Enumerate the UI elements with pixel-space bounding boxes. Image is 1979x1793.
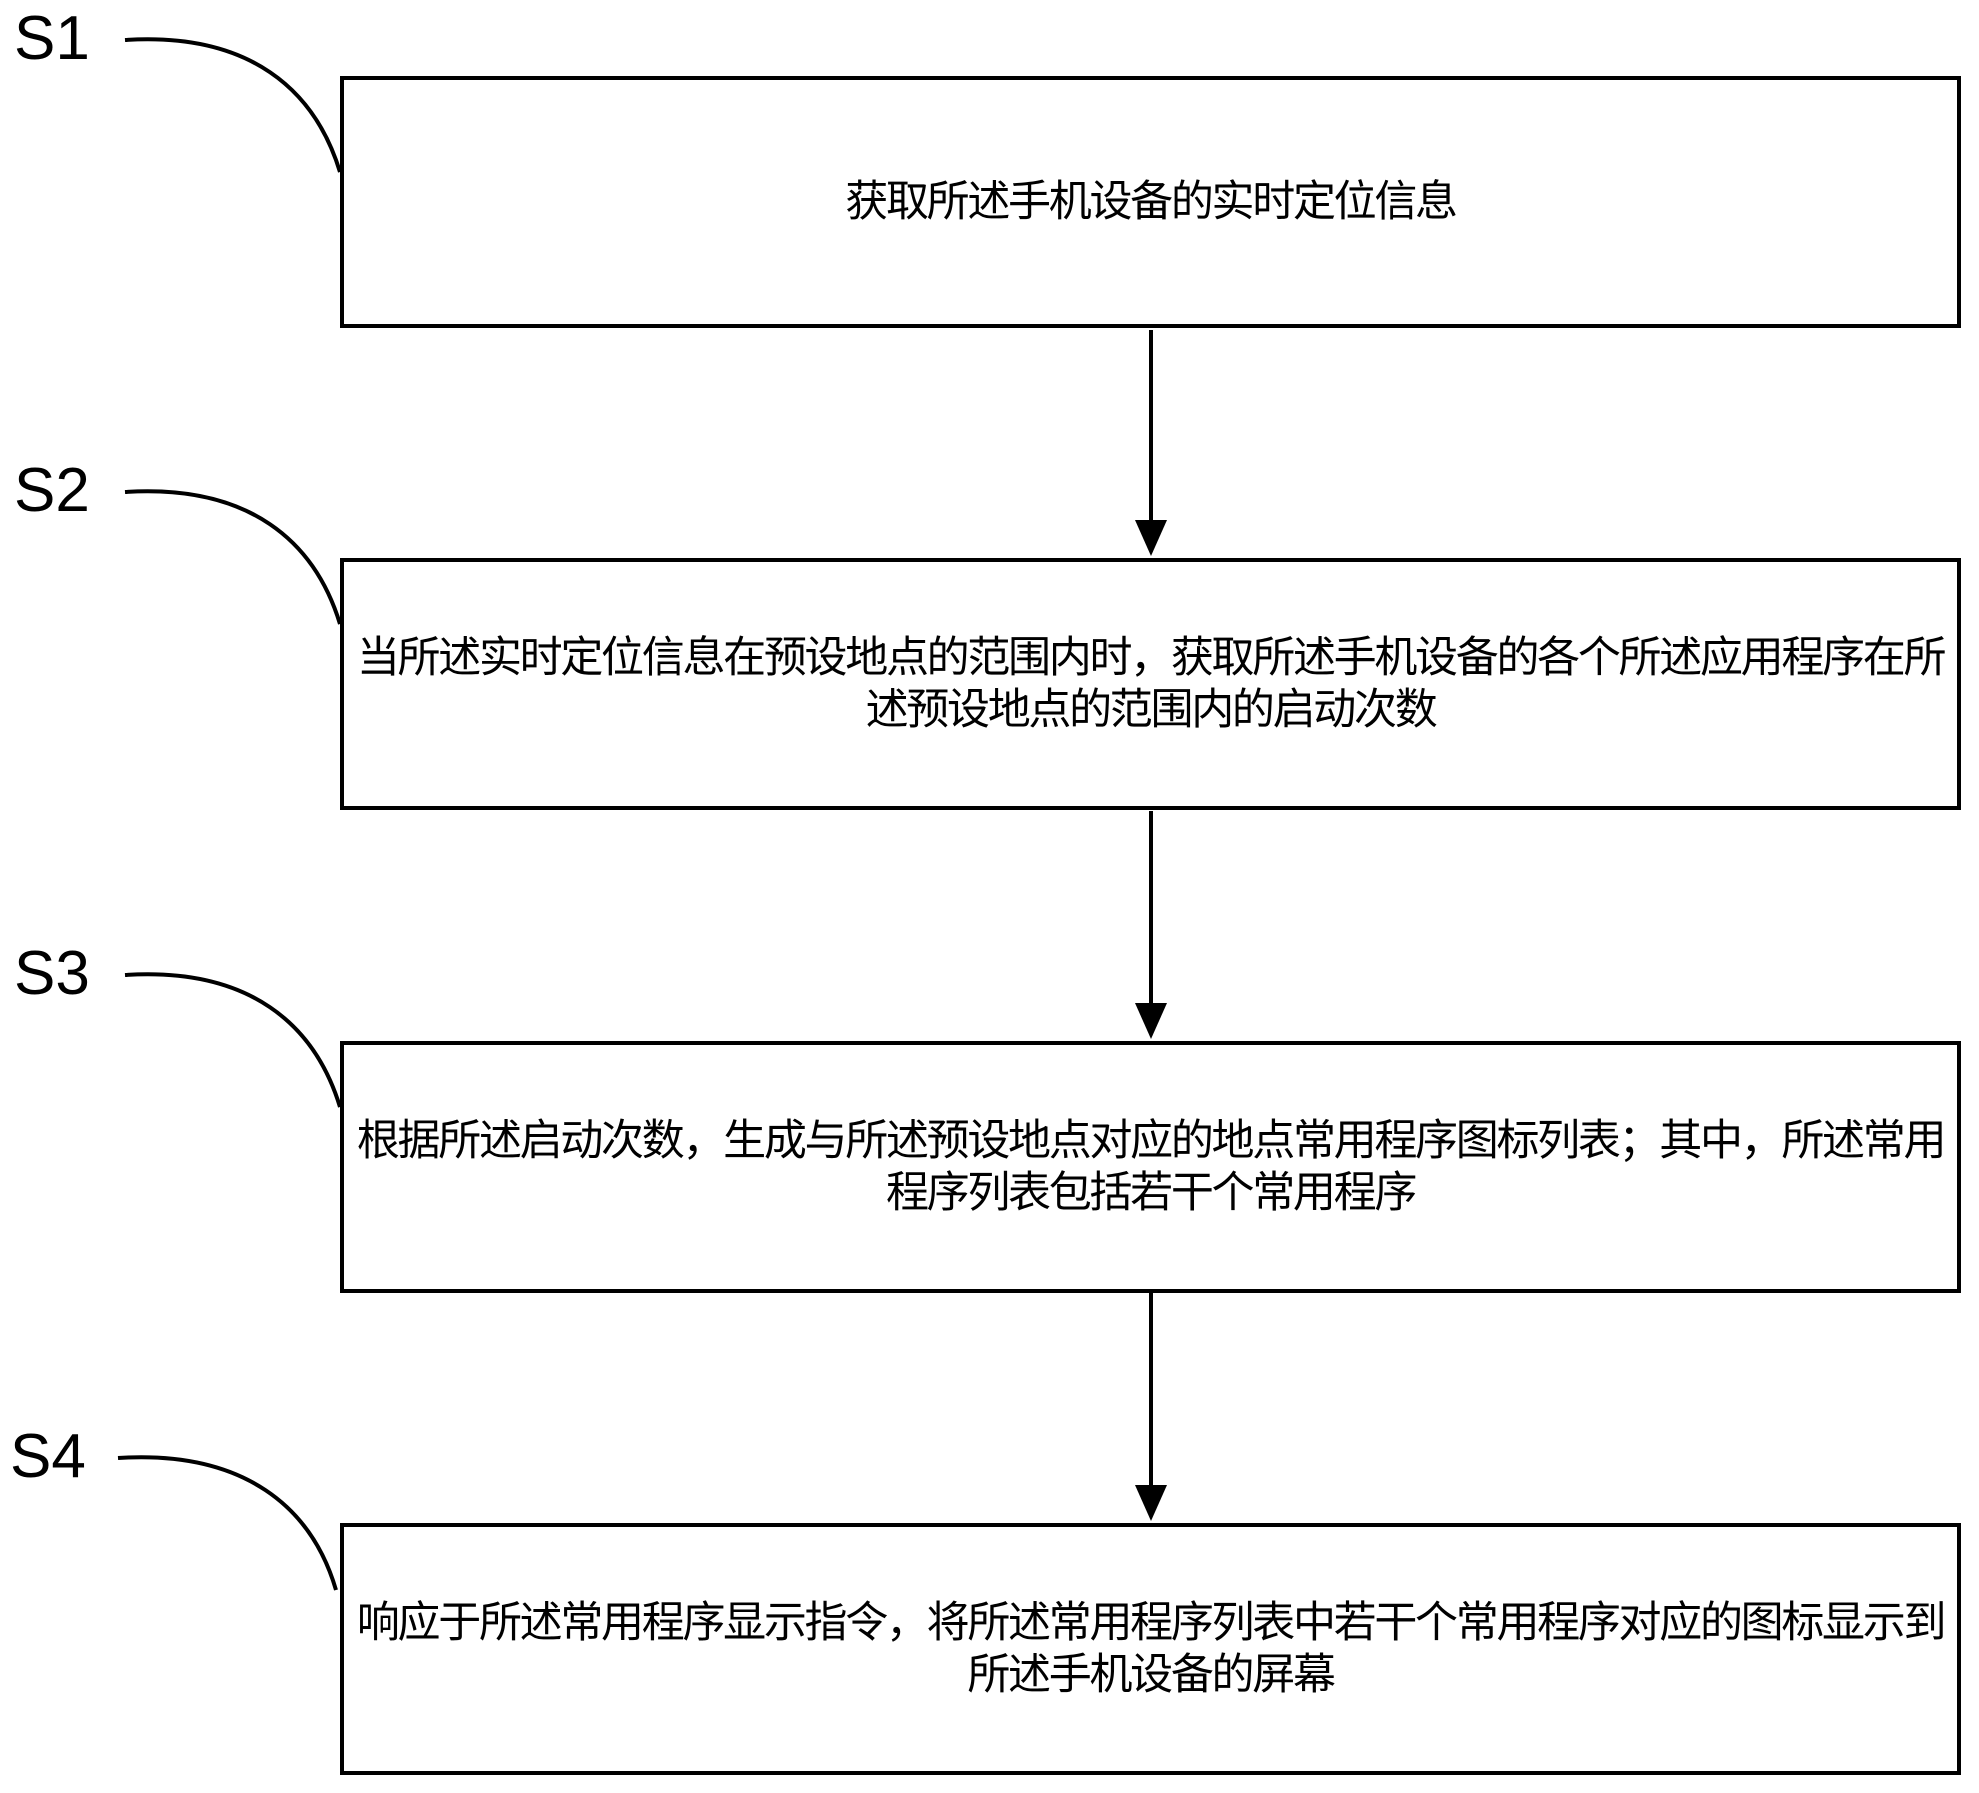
s1-callout-curve bbox=[124, 37, 342, 173]
step-label-s4: S4 bbox=[10, 1422, 86, 1491]
step-box-s3: 根据所述启动次数，生成与所述预设地点对应的地点常用程序图标列表；其中，所述常用程… bbox=[340, 1041, 1961, 1293]
step-box-s1: 获取所述手机设备的实时定位信息 bbox=[340, 76, 1961, 328]
step-text-s3: 根据所述启动次数，生成与所述预设地点对应的地点常用程序图标列表；其中，所述常用程… bbox=[356, 1116, 1947, 1218]
s3-callout-curve bbox=[124, 972, 342, 1108]
step-text-s4: 响应于所述常用程序显示指令，将所述常用程序列表中若干个常用程序对应的图标显示到所… bbox=[356, 1598, 1947, 1700]
arrow-s3-to-s4 bbox=[1135, 1293, 1167, 1521]
step-label-s1: S1 bbox=[14, 4, 90, 73]
step-label-s2: S2 bbox=[14, 456, 90, 525]
s4-callout-curve bbox=[117, 1455, 338, 1591]
step-text-s2: 当所述实时定位信息在预设地点的范围内时，获取所述手机设备的各个所述应用程序在所述… bbox=[356, 633, 1947, 735]
s2-callout-curve bbox=[124, 489, 342, 625]
step-text-s1: 获取所述手机设备的实时定位信息 bbox=[845, 177, 1458, 227]
arrow-s1-to-s2 bbox=[1135, 330, 1167, 556]
arrow-s2-to-s3 bbox=[1135, 811, 1167, 1039]
step-label-s3: S3 bbox=[14, 939, 90, 1008]
step-box-s4: 响应于所述常用程序显示指令，将所述常用程序列表中若干个常用程序对应的图标显示到所… bbox=[340, 1523, 1961, 1775]
step-box-s2: 当所述实时定位信息在预设地点的范围内时，获取所述手机设备的各个所述应用程序在所述… bbox=[340, 558, 1961, 810]
